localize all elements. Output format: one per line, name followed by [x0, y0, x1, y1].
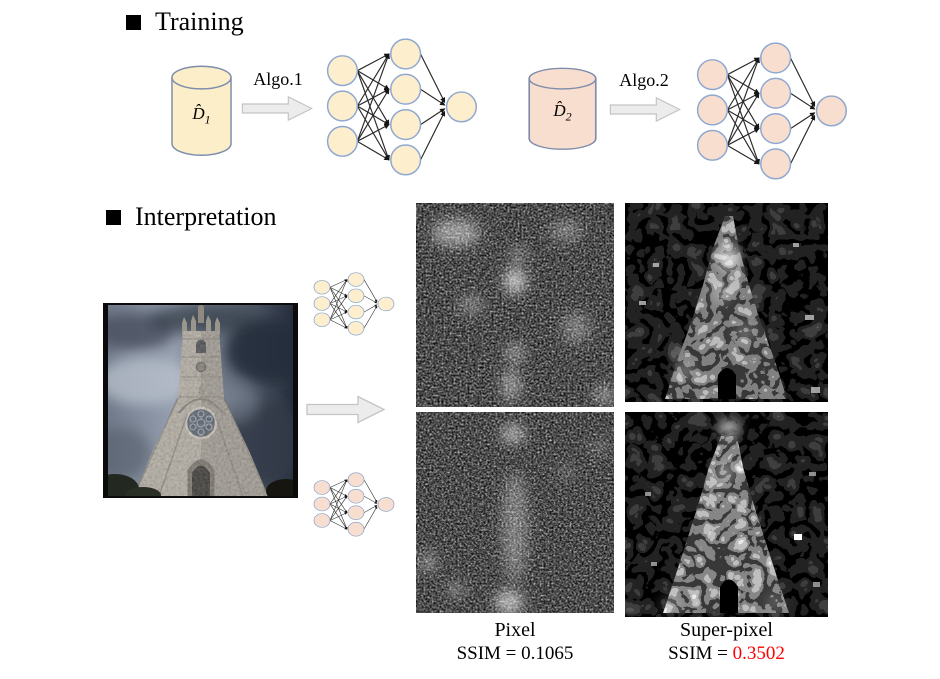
algo2-label: Algo.2 [619, 70, 669, 90]
training-bullet-icon [126, 14, 141, 30]
interpretation-section-header: Interpretation [106, 201, 277, 233]
superpixel-saliency-map-bottom [625, 412, 828, 617]
algo1-label: Algo.1 [253, 69, 303, 89]
algo1-arrow-icon [241, 96, 313, 121]
church-input-photo [103, 303, 298, 498]
pixel-map-label: Pixel SSIM = 0.1065 [416, 619, 614, 665]
algo2-arrow-icon [609, 97, 681, 122]
superpixel-saliency-map-top [625, 203, 828, 402]
superpixel-map-title: Super-pixel [680, 619, 773, 641]
small-network1-icon [311, 271, 396, 336]
small-network2-icon [311, 471, 396, 537]
interpretation-header-text: Interpretation [135, 202, 277, 231]
superpixel-map-ssim: SSIM = 0.3502 [668, 643, 785, 664]
pixel-map-title: Pixel [494, 619, 536, 641]
training-section-header: Training [126, 6, 244, 38]
dataset2-label: D̂2 [553, 101, 572, 124]
pixel-saliency-map-bottom [416, 412, 614, 613]
interpretation-bullet-icon [106, 209, 121, 225]
dataset1-label: D̂1 [192, 104, 211, 127]
flow-arrow-icon [306, 395, 385, 424]
training-header-text: Training [155, 7, 244, 36]
network1-diagram [322, 30, 480, 182]
superpixel-ssim-value: 0.3502 [732, 643, 785, 664]
network2-diagram [692, 34, 850, 186]
pixel-saliency-map-top [416, 203, 614, 407]
pixel-map-ssim: SSIM = 0.1065 [456, 643, 574, 664]
superpixel-map-label: Super-pixel SSIM = 0.3502 [625, 619, 828, 665]
